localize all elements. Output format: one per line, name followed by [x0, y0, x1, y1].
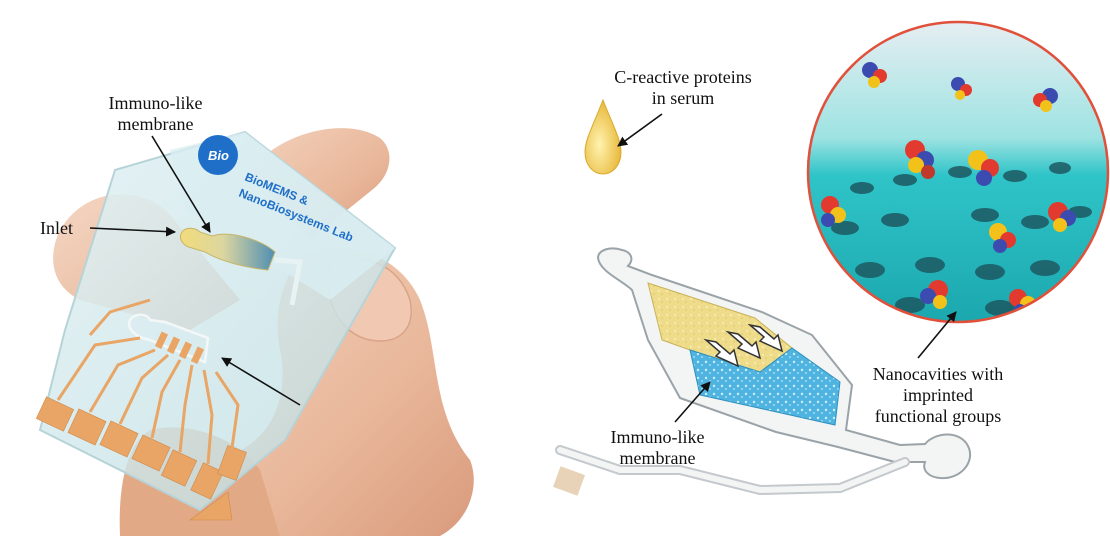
serum-label: C-reactive proteins in serum: [588, 67, 778, 109]
inlet-label: Inlet: [40, 218, 73, 239]
nanocavities-label-line-2: imprinted: [838, 385, 1038, 406]
nanocavity-inset: [805, 20, 1110, 330]
serum-label-line-2: in serum: [588, 88, 778, 109]
arrow-serum: [618, 114, 662, 146]
left-membrane-label: Immuno-like membrane: [98, 93, 213, 135]
inlet-label-text: Inlet: [40, 218, 73, 239]
right-membrane-label: Immuno-like membrane: [600, 427, 715, 469]
right-membrane-label-line-1: Immuno-like: [600, 427, 715, 448]
serum-drop-icon: [585, 100, 621, 174]
bio-logo-mark: Bio: [208, 148, 229, 163]
right-electrode-hint: [553, 466, 585, 496]
right-membrane-label-line-2: membrane: [600, 448, 715, 469]
nanocavities-label-line-1: Nanocavities with: [838, 364, 1038, 385]
nanocavities-label: Nanocavities with imprinted functional g…: [838, 364, 1038, 427]
left-photo: Bio BioMEMS & NanoBiosystems Lab: [36, 128, 473, 536]
left-membrane-label-line-1: Immuno-like: [98, 93, 213, 114]
left-membrane-label-line-2: membrane: [98, 114, 213, 135]
nanocavities-label-line-3: functional groups: [838, 406, 1038, 427]
serum-label-line-1: C-reactive proteins: [588, 67, 778, 88]
